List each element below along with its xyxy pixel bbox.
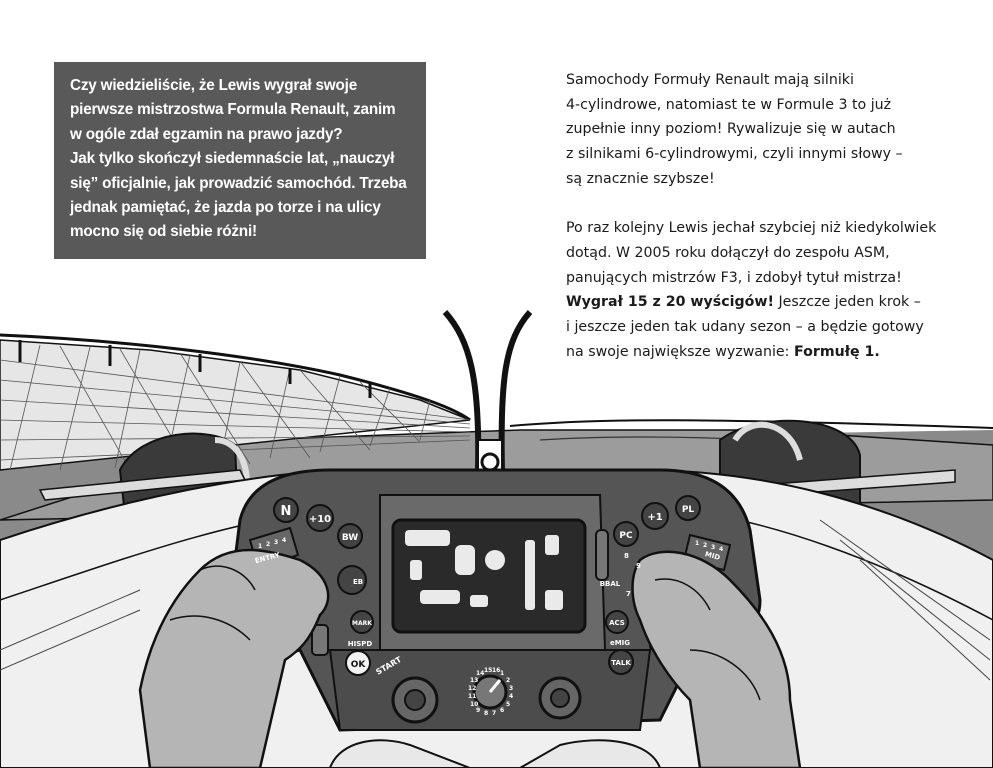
n-button[interactable]	[273, 497, 299, 523]
hispd-label: HISPD	[348, 640, 373, 648]
ok-button-label: OK	[351, 660, 367, 670]
rotary-number: 1	[258, 543, 262, 550]
dial-number: 4	[509, 693, 513, 700]
left-paddle-switch[interactable]	[311, 624, 329, 656]
story-line: i jeszcze jeden tak udany sezon – a będz…	[566, 319, 924, 336]
plus10-button-label: +10	[309, 514, 331, 525]
rotary-number: 4	[719, 546, 723, 553]
screen-glow	[405, 530, 563, 610]
rotary-left-scale: 1 2 3 4	[258, 537, 286, 550]
talk-button-label: TALK	[611, 659, 631, 667]
rotary-number: 3	[274, 539, 278, 546]
bbal-number: 8	[624, 552, 629, 560]
plus1-button-label: +1	[647, 512, 662, 523]
pc-button[interactable]	[613, 521, 639, 547]
dial-number-ring: 14 15 16 1 2 3 4 5 6 7 8 9 10 11 12 13	[468, 667, 513, 717]
paragraph-gap	[566, 192, 976, 217]
plus1-button[interactable]	[641, 502, 669, 530]
mark-button-label: MARK	[352, 620, 372, 627]
fact-line: Czy wiedzieliście, że Lewis wygrał swoje	[70, 77, 358, 94]
track-horizon	[509, 419, 993, 429]
story-text: Samochody Formuły Renault mają silniki 4…	[566, 68, 976, 365]
fact-line: Jak tylko skończył siedemnaście lat, „na…	[70, 150, 395, 168]
dial-number: 8	[484, 710, 488, 717]
eb-label: EB	[353, 578, 363, 586]
story-line-prefix: na swoje największe wyzwanie:	[566, 343, 794, 360]
dial-number: 14	[476, 670, 484, 677]
dial-number: 5	[506, 701, 510, 708]
bbal-label: BBAL	[600, 580, 621, 588]
dial-number: 2	[506, 677, 510, 684]
story-line: Po raz kolejny Lewis jechał szybciej niż…	[566, 220, 937, 237]
dial-number: 16	[492, 667, 500, 674]
story-line: z silnikami 6-cylindrowymi, czyli innymi…	[566, 146, 903, 163]
rotary-number: 3	[711, 544, 715, 551]
left-glove	[138, 548, 330, 768]
bold-wins: Wygrał 15 z 20 wyścigów!	[566, 294, 774, 311]
story-line: Samochody Formuły Renault mają silniki	[566, 72, 854, 88]
story-line: panujących mistrzów F3, i zdobył tytuł m…	[566, 269, 902, 286]
dial-number: 3	[509, 685, 513, 692]
fact-line: w ogóle zdał egzamin na prawo jazdy?	[70, 125, 343, 143]
pl-button-label: PL	[682, 505, 695, 515]
pc-button-label: PC	[619, 531, 633, 541]
fact-line: jednak pamiętać, że jazda po torze i na …	[70, 199, 381, 217]
dial-number: 10	[470, 701, 478, 708]
bw-button[interactable]	[337, 523, 363, 549]
story-line-rest: Jeszcze jeden krok –	[773, 294, 921, 311]
pl-button[interactable]	[675, 495, 701, 521]
bw-button-label: BW	[342, 533, 358, 543]
bbal-number: 7	[626, 590, 631, 598]
rotary-number: 4	[282, 537, 286, 544]
dial-number: 13	[470, 677, 478, 684]
story-line: 4-cylindrowe, natomiast te w Formule 3 t…	[566, 96, 892, 113]
rotary-number: 2	[703, 542, 707, 549]
dial-number: 7	[492, 710, 496, 717]
rotary-right-scale: 1 2 3 4	[695, 540, 723, 553]
mark-button[interactable]	[350, 610, 374, 634]
story-line: Wygrał 15 z 20 wyścigów! Jeszcze jeden k…	[566, 290, 976, 315]
dial-number: 12	[468, 685, 476, 692]
mid-label: MID	[704, 550, 721, 562]
fact-box: Czy wiedzieliście, że Lewis wygrał swoje…	[54, 62, 426, 259]
plus10-button[interactable]	[306, 504, 334, 532]
rotary-number: 2	[266, 541, 270, 548]
acs-button[interactable]	[605, 610, 629, 634]
bold-formula1: Formułę 1.	[793, 343, 880, 360]
bbal-number: 9	[636, 562, 641, 570]
right-glove	[631, 550, 802, 768]
acs-button-label: ACS	[609, 619, 625, 627]
dial-number: 1	[500, 670, 504, 677]
emig-label: eMIG	[610, 639, 630, 647]
bbal-scale: 8 9 7	[624, 552, 641, 598]
eb-knob[interactable]	[337, 565, 367, 595]
dial-number: 15	[484, 667, 492, 674]
talk-button[interactable]	[608, 649, 634, 675]
story-line: dotąd. W 2005 roku dołączył do zespołu A…	[566, 244, 890, 261]
fact-line: pierwsze mistrzostwa Formula Renault, za…	[70, 101, 396, 119]
ok-button[interactable]	[345, 650, 371, 676]
story-line: są znacznie szybsze!	[566, 170, 715, 187]
story-line: zupełnie inny poziom! Rywalizuje się w a…	[566, 121, 896, 138]
story-line: na swoje największe wyzwanie: Formułę 1.	[566, 340, 976, 365]
n-button-label: N	[281, 504, 292, 519]
dial-number: 9	[476, 707, 480, 714]
driver-legs	[328, 739, 662, 768]
fact-line: mocno się od siebie różni!	[70, 223, 257, 241]
dial-number: 11	[468, 693, 476, 700]
fact-line: się” oficjalnie, jak prowadzić samochód.…	[70, 174, 407, 192]
rotary-number: 1	[695, 540, 699, 547]
dial-number: 6	[500, 707, 504, 714]
